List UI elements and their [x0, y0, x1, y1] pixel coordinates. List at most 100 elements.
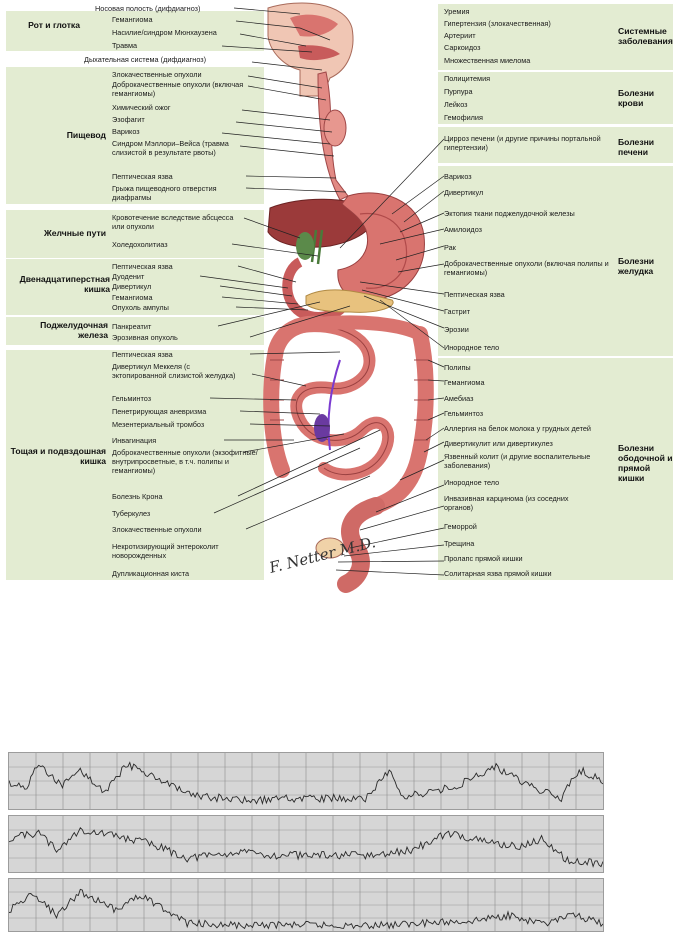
- label-stomach-9: Инородное тело: [444, 343, 500, 352]
- trace-1: [9, 753, 603, 809]
- label-systemic-2: Артериит: [444, 31, 476, 40]
- trace-2-signal: [9, 827, 603, 868]
- label-colon-7: Инородное тело: [444, 478, 500, 487]
- anal-canal: [315, 537, 345, 559]
- label-stomach-6: Пептическая язва: [444, 290, 505, 299]
- label-colon-12: Солитарная язва прямой кишки: [444, 569, 552, 578]
- oral-cavity: [298, 45, 340, 61]
- label-biliary-1: Холедохолитиаз: [112, 240, 168, 249]
- esophagus-bulge: [323, 109, 347, 147]
- section-title-liver: Болезни печени: [618, 137, 655, 157]
- label-stomach-3: Амилоидоз: [444, 225, 483, 234]
- trace-2: [9, 816, 603, 872]
- sigmoid-rectum: [337, 497, 385, 593]
- label-smallbowel-1: Дивертикул Меккеля (с эктопированной сли…: [112, 362, 236, 380]
- label-esophagus-3: Эзофагит: [112, 115, 145, 124]
- label-smallbowel-3: Пенетрирующая аневризма: [112, 407, 207, 416]
- label-esophagus-4: Варикоз: [112, 127, 140, 136]
- label-duodenum-0: Пептическая язва: [112, 262, 173, 271]
- left-band-pancreas: [6, 317, 264, 345]
- label-blood-0: Полицитемия: [444, 74, 491, 83]
- right-band-liver: [438, 127, 673, 163]
- right-band-colon: [438, 358, 673, 580]
- label-duodenum-3: Гемангиома: [112, 293, 153, 302]
- section-title-systemic: Системные заболевания: [618, 26, 673, 46]
- label-systemic-4: Множественная миелома: [444, 56, 531, 65]
- label-smallbowel-6: Доброкачественные опухоли (экзофитные/вн…: [112, 448, 258, 475]
- label-smallbowel-11: Дупликационная киста: [112, 569, 190, 578]
- section-title-biliary: Желчные пути: [43, 228, 106, 238]
- colon-haustra: [270, 359, 428, 441]
- label-systemic-3: Саркоидоз: [444, 43, 481, 52]
- trace-panel-1: [8, 752, 604, 810]
- section-title-stomach: Болезни желудка: [618, 256, 655, 276]
- gallbladder: [296, 232, 314, 260]
- label-duodenum-4: Опухоль ампулы: [112, 303, 169, 312]
- label-systemic-0: Уремия: [444, 7, 470, 16]
- leader-lines-right: [335, 138, 445, 576]
- left-band-mouth: [6, 11, 264, 51]
- trace-3: [9, 879, 603, 931]
- section-title-esophagus: Пищевод: [66, 130, 106, 140]
- label-colon-8: Инвазивная карцинома (из соседних органо…: [444, 494, 569, 512]
- label-smallbowel-7: Болезнь Крона: [112, 492, 163, 501]
- pancreas: [305, 289, 394, 313]
- label-mouth-2: Травма: [112, 41, 138, 50]
- label-esophagus-6: Пептическая язва: [112, 172, 173, 181]
- left-band-biliary: [6, 210, 264, 258]
- top-label-nasal: Носовая полость (дифдиагноз): [95, 4, 201, 13]
- label-colon-4: Аллергия на белок молока у грудных детей: [444, 424, 592, 433]
- label-smallbowel-9: Злокачественные опухоли: [112, 525, 202, 534]
- label-stomach-1: Дивертикул: [444, 188, 484, 197]
- label-biliary-0: Кровотечение вследствие абсцесса или опу…: [112, 213, 234, 231]
- mesenteric-vessels: [327, 359, 341, 451]
- right-band-systemic: [438, 4, 673, 70]
- label-colon-9: Геморрой: [444, 522, 477, 531]
- label-mouth-0: Гемангиома: [112, 15, 153, 24]
- right-band-blood: [438, 72, 673, 124]
- label-esophagus-7: Грыжа пищеводного отверстия диафрагмы: [112, 184, 217, 202]
- trace-3-signal: [9, 888, 603, 930]
- label-stomach-8: Эрозии: [444, 325, 469, 334]
- label-resp-0: Дыхательная система (дифдиагноз): [84, 55, 207, 64]
- label-stomach-4: Рак: [444, 243, 456, 252]
- label-blood-2: Лейкоз: [444, 100, 468, 109]
- section-title-mouth: Рот и глотка: [28, 20, 80, 30]
- label-smallbowel-4: Мезентериальный тромбоз: [112, 420, 205, 429]
- label-colon-2: Амебиаз: [444, 394, 474, 403]
- label-pancreas-0: Панкреатит: [112, 322, 152, 331]
- left-band-duodenum: [6, 259, 264, 315]
- label-stomach-0: Варикоз: [444, 172, 472, 181]
- label-esophagus-2: Химический ожог: [112, 103, 171, 112]
- digestive-tract-illustration: [199, 2, 445, 593]
- label-colon-11: Пролапс прямой кишки: [444, 554, 523, 563]
- section-title-pancreas: Поджелудочная железа: [40, 320, 108, 340]
- label-blood-3: Гемофилия: [444, 113, 483, 122]
- label-pancreas-1: Эрозивная опухоль: [112, 333, 178, 342]
- trace-1-signal: [9, 761, 603, 806]
- label-smallbowel-0: Пептическая язва: [112, 350, 173, 359]
- label-smallbowel-5: Инвагинация: [112, 436, 157, 445]
- trace-panel-2: [8, 815, 604, 873]
- aneurysm: [314, 414, 330, 442]
- label-mouth-1: Насилие/синдром Мюнхаузена: [112, 28, 217, 37]
- label-esophagus-1: Доброкачественные опухоли (включая геман…: [112, 80, 244, 98]
- stomach-interior: [359, 212, 408, 289]
- descending-colon: [368, 326, 434, 514]
- label-smallbowel-8: Туберкулез: [112, 509, 151, 518]
- label-esophagus-0: Злокачественные опухоли: [112, 70, 202, 79]
- label-systemic-1: Гипертензия (злокачественная): [444, 19, 551, 28]
- leader-lines-left: [199, 7, 381, 530]
- label-stomach-2: Эктопия ткани поджелудочной железы: [444, 209, 575, 218]
- left-band-smallbowel: [6, 350, 264, 580]
- label-colon-5: Дивертикулит или дивертикулез: [444, 439, 553, 448]
- label-stomach-5: Доброкачественные опухоли (включая полип…: [444, 259, 609, 277]
- nasal-cavity: [290, 14, 338, 37]
- label-stomach-7: Гастрит: [444, 307, 471, 316]
- section-title-blood: Болезни крови: [618, 88, 655, 108]
- stomach: [337, 192, 425, 301]
- trace-panel-3: [8, 878, 604, 932]
- label-colon-6: Язвенный колит (и другие воспалительные …: [444, 452, 591, 470]
- label-blood-1: Пурпура: [444, 87, 473, 96]
